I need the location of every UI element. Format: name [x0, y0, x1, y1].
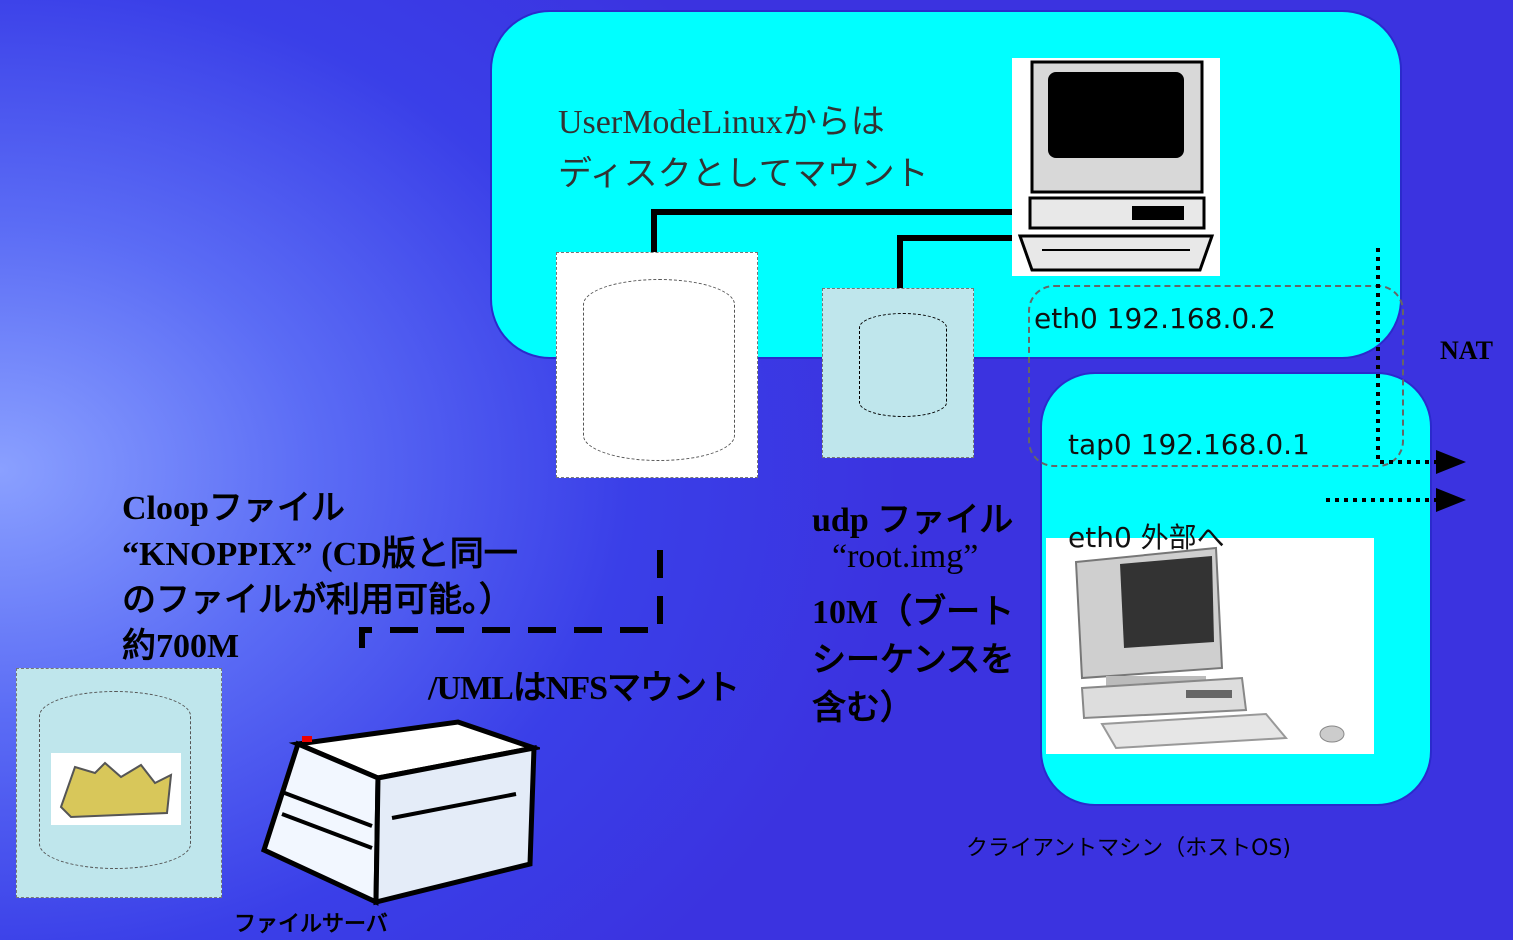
udp-line4: シーケンスを	[812, 642, 1015, 679]
cloop-line4: 約700M	[122, 628, 240, 665]
client-machine-label: クライアントマシン（ホストOS)	[966, 836, 1291, 861]
tap0-label: tap0 192.168.0.1	[1068, 428, 1310, 461]
nfs-label: /UMLはNFSマウント	[428, 670, 740, 707]
lock-icon	[51, 753, 181, 825]
eth0-external-label: eth0 外部へ	[1068, 521, 1225, 554]
printer-server-icon	[258, 714, 544, 910]
disk-cylinder-icon	[583, 279, 735, 461]
disk-cylinder-icon	[39, 691, 191, 869]
udp-line2: “root.img”	[832, 538, 979, 575]
interface-dashed-box	[1028, 285, 1404, 467]
udp-disk-document	[822, 288, 974, 458]
client-computer-icon	[1046, 538, 1374, 754]
uml-box-line2: ディスクとしてマウント	[558, 156, 929, 193]
cloop-line2: “KNOPPIX” (CD版と同一	[122, 536, 518, 573]
cloop-disk-document	[556, 252, 758, 478]
udp-line5: 含む）	[812, 690, 914, 727]
uml-box-line1: UserModeLinuxからは	[558, 104, 885, 141]
cloop-line1: Cloopファイル	[122, 490, 345, 527]
fileserver-disk-document	[16, 668, 222, 898]
disk-cylinder-icon	[859, 313, 947, 417]
udp-line1: udp ファイル	[812, 502, 1014, 539]
udp-line3: 10M（ブート	[812, 594, 1015, 631]
cloop-line3: のファイルが利用可能。）	[122, 582, 513, 619]
fileserver-label: ファイルサーバ	[234, 912, 388, 937]
desktop-computer-icon	[1012, 58, 1220, 276]
eth0-uml-label: eth0 192.168.0.2	[1034, 302, 1276, 335]
nat-label: NAT	[1440, 336, 1493, 365]
